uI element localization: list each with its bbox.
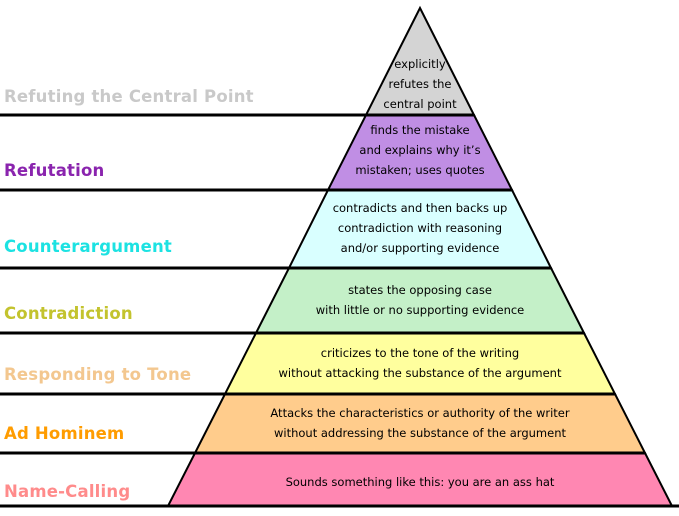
label-name-calling: Name-Calling [4,482,131,501]
label-responding-to-tone: Responding to Tone [4,365,192,384]
band-text-ad-hominem: Attacks the characteristics or authority… [270,406,570,440]
label-refuting-central-point: Refuting the Central Point [4,87,254,106]
band-text-counterargument: contradicts and then backs up contradict… [332,201,508,255]
label-contradiction: Contradiction [4,304,133,323]
band-text-refuting-central-point: explicitly refutes the central point [383,57,457,111]
band-text-name-calling: Sounds something like this: you are an a… [285,475,555,489]
band-text-contradiction: states the opposing case with little or … [315,283,525,317]
band-text-refutation: finds the mistake and explains why it’s … [355,123,485,177]
label-ad-hominem: Ad Hominem [4,424,125,443]
label-counterargument: Counterargument [4,237,172,256]
label-refutation: Refutation [4,161,105,180]
band-text-responding-to-tone: criticizes to the tone of the writing wi… [278,346,562,380]
